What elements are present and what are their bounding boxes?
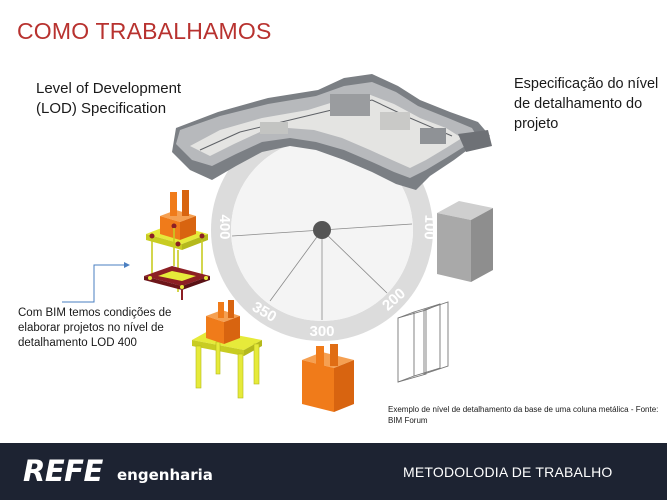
lod-100-block-image [437, 201, 493, 282]
bim-note: Com BIM temos condições de elaborar proj… [18, 307, 172, 349]
dial-spoke [321, 229, 388, 294]
building-model-image [172, 74, 492, 190]
connector-arrow [62, 262, 130, 303]
lod-spec-heading: Level of Development (LOD) Specification [36, 80, 182, 117]
dial-label-100: 100 [421, 214, 439, 240]
lod-illustration: 100 200 300 350 400 [62, 74, 493, 412]
lod-350-column-image [192, 300, 262, 399]
figure-caption: Exemplo de nível de detalhamento da base… [388, 405, 659, 425]
dial-hub [313, 221, 331, 239]
footer-section-title: METODOLODIA DE TRABALHO [403, 464, 613, 480]
lod-400-column-image [144, 190, 210, 300]
dial-spoke [231, 229, 323, 237]
footer-bar [0, 443, 667, 500]
dial-label-300: 300 [309, 323, 334, 340]
refe-logo-subtitle: engenharia [117, 466, 213, 484]
dial-spoke [269, 229, 323, 302]
refe-logo: REFE [23, 454, 103, 488]
spec-heading: Especificação do nível de detalhamento d… [514, 76, 659, 132]
dial-spoke [321, 223, 413, 231]
lod-200-wireframe-image [397, 301, 449, 383]
page-title: COMO TRABALHAMOS [17, 18, 272, 44]
dial-label-400: 400 [216, 214, 233, 239]
lod-300-column-image [302, 344, 354, 412]
